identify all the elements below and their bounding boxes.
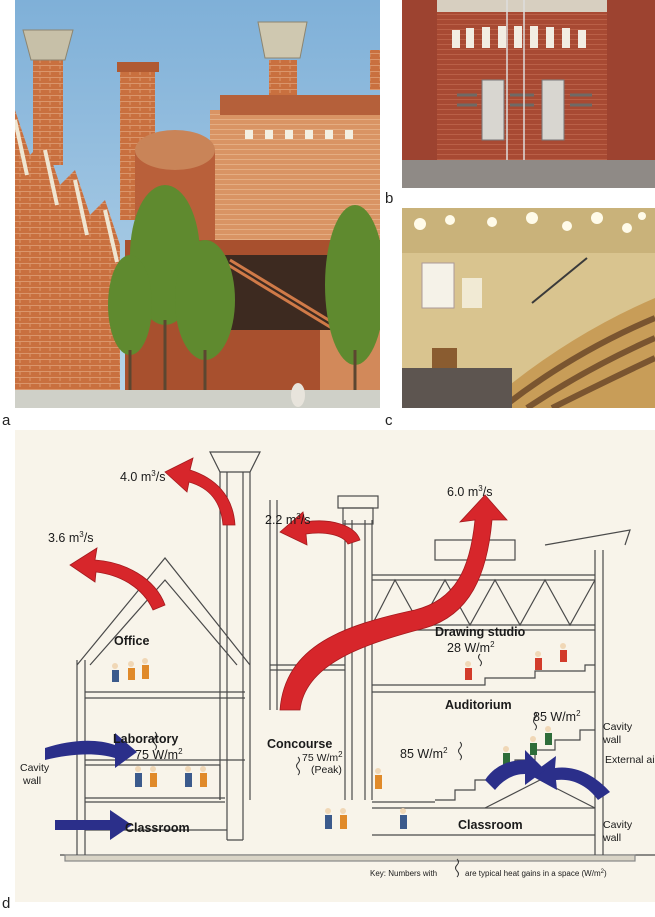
office-roof: [76, 557, 251, 666]
ventilation-diagram-svg: 4.0 m3/s 3.6 m3/s 2.2 m3/s 6.0 m3/s Offi…: [20, 451, 655, 878]
room-label-drawing-studio: Drawing studio: [435, 625, 526, 639]
room-label-laboratory: Laboratory: [113, 732, 178, 746]
cavity-wall-right-2a: Cavity: [603, 819, 633, 831]
cavity-wall-left-1: Cavity: [20, 762, 50, 774]
intake-arrow-1: [45, 733, 137, 768]
intake-arrow-2: [55, 810, 132, 840]
panel-label-d: d: [2, 895, 11, 912]
heat-squiggle-lab: [153, 731, 157, 751]
exhaust-arrow-1: [164, 457, 236, 526]
cavity-wall-right-1b: wall: [602, 734, 621, 746]
heat-squiggle-concourse: [296, 756, 300, 776]
studio-steps: [435, 664, 595, 686]
people-figures: [112, 643, 567, 829]
photo-b-illustration: [402, 0, 655, 188]
auditorium-heat-gain-1: 85 W/m2: [533, 709, 581, 724]
room-label-classroom-right: Classroom: [458, 818, 523, 832]
office-floor: [85, 691, 245, 699]
flow-label-6-0: 6.0 m3/s: [447, 484, 492, 499]
concourse-frame: [269, 500, 345, 710]
photo-b: [402, 0, 655, 188]
intake-arrow-4: [485, 750, 545, 790]
flow-label-4-0: 4.0 m3/s: [120, 469, 165, 484]
photo-c: [402, 208, 655, 408]
heat-squiggle-aud1: [458, 741, 462, 761]
exhaust-arrow-4: [279, 494, 508, 711]
room-label-concourse: Concourse: [267, 737, 332, 751]
photo-a-illustration: [15, 0, 380, 408]
room-label-classroom-left: Classroom: [125, 821, 190, 835]
lab-ceiling: [85, 759, 245, 800]
room-label-office: Office: [114, 634, 149, 648]
ventilation-diagram: 4.0 m3/s 3.6 m3/s 2.2 m3/s 6.0 m3/s Offi…: [15, 430, 655, 902]
roof-truss: [372, 574, 595, 631]
exhaust-arrow-3: [279, 511, 361, 546]
central-chimney: [219, 472, 251, 800]
panel-label-c: c: [385, 412, 393, 429]
lab-heat-gain: 75 W/m2: [135, 747, 183, 762]
heat-squiggle-key: [455, 858, 459, 878]
intake-arrow-3: [530, 756, 610, 800]
flow-label-3-6: 3.6 m3/s: [48, 530, 93, 545]
panel-label-b: b: [385, 190, 394, 207]
concourse-peak: (Peak): [311, 764, 342, 776]
heat-squiggle-studio: [478, 653, 482, 667]
panel-label-a: a: [2, 412, 11, 429]
auditorium-heat-gain-2: 85 W/m2: [400, 746, 448, 761]
flow-label-2-2: 2.2 m3/s: [265, 512, 310, 527]
external-air-label: External air: [605, 754, 655, 766]
photo-c-illustration: [402, 208, 655, 408]
studio-heat-gain: 28 W/m2: [447, 640, 495, 655]
key-part-1: Key: Numbers with: [370, 869, 437, 878]
concourse-heat-gain: 75 W/m2: [302, 750, 343, 764]
room-label-auditorium: Auditorium: [445, 698, 512, 712]
lab-floor: [85, 797, 225, 803]
exhaust-arrow-2: [69, 547, 166, 611]
cavity-wall-right-1a: Cavity: [603, 721, 633, 733]
second-chimney: [344, 520, 373, 800]
cavity-wall-left-2: wall: [22, 775, 41, 787]
key-part-2: are typical heat gains in a space (W/m2): [465, 869, 607, 878]
cavity-wall-right-2b: wall: [602, 832, 621, 844]
heat-squiggle-aud2: [533, 711, 537, 731]
photo-a: [15, 0, 380, 408]
